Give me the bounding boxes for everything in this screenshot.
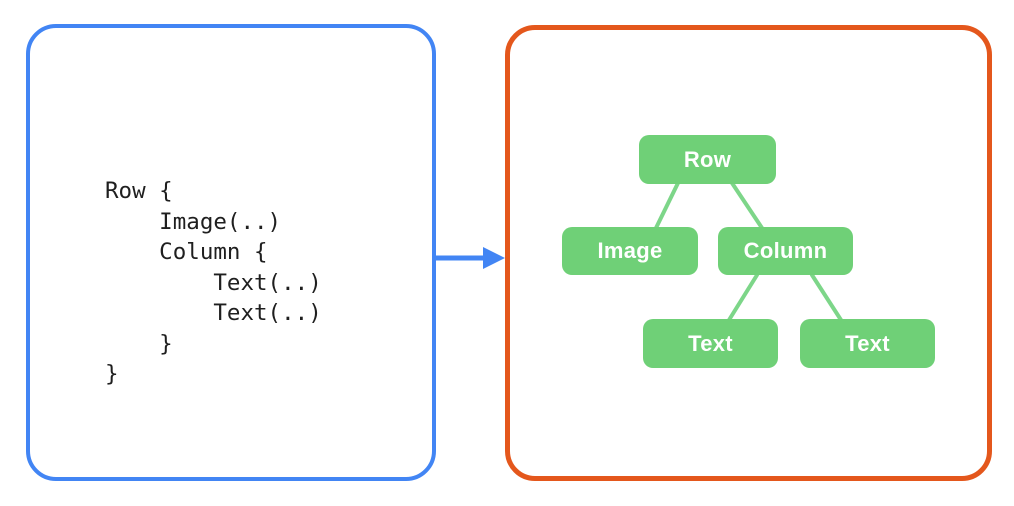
edge-column-text-2 bbox=[810, 273, 843, 322]
tree-node-text-2: Text bbox=[800, 319, 935, 368]
tree-node-column-label: Column bbox=[743, 238, 828, 263]
tree-node-row-label: Row bbox=[683, 146, 732, 172]
flow-arrow-icon bbox=[435, 247, 505, 269]
tree-node-text-1-label: Text bbox=[688, 330, 733, 356]
tree-node-text-2-label: Text bbox=[845, 330, 890, 356]
tree-edges bbox=[654, 181, 843, 322]
edge-column-text-1 bbox=[727, 273, 759, 322]
tree-node-text-1: Text bbox=[643, 319, 778, 368]
code-panel: Row { Image(..) Column { Text(..) Text(.… bbox=[26, 24, 436, 481]
code-snippet: Row { Image(..) Column { Text(..) Text(.… bbox=[105, 178, 322, 387]
tree-node-image-label: Image bbox=[597, 238, 663, 263]
tree-node-row: Row bbox=[639, 135, 776, 184]
edge-row-column bbox=[730, 181, 764, 230]
tree-panel: Row Image Column Text Text bbox=[505, 25, 992, 481]
edge-row-image bbox=[654, 181, 680, 230]
tree-node-column: Column bbox=[718, 227, 853, 275]
arrow-head bbox=[483, 247, 505, 269]
ui-tree: Row Image Column Text Text bbox=[505, 25, 992, 480]
tree-node-image: Image bbox=[562, 227, 698, 275]
